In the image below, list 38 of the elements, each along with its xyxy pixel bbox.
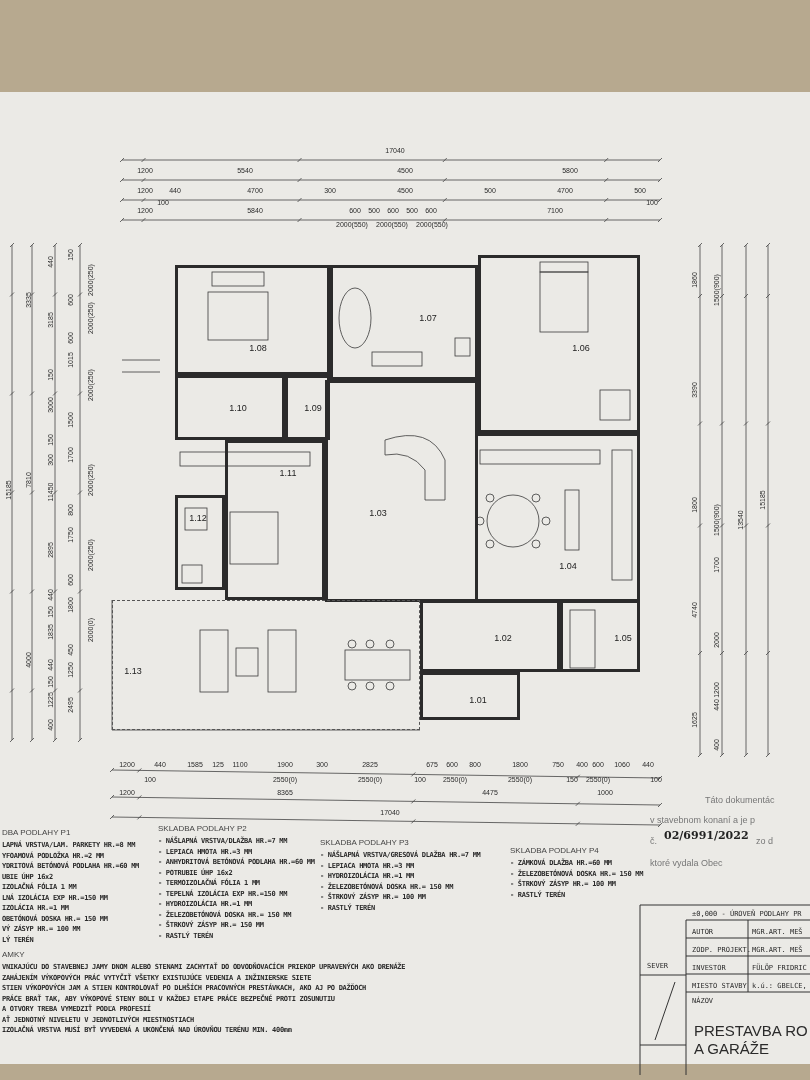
room-outline	[475, 433, 640, 602]
room-number: 1.06	[572, 343, 590, 353]
room-outline	[225, 440, 325, 600]
project-title: A GARÁŽE	[694, 1040, 770, 1057]
room-number: 1.01	[469, 695, 487, 705]
handwritten-number: 02/6991/2022	[664, 829, 749, 842]
room-outline	[420, 672, 520, 720]
room-number: 1.09	[304, 403, 322, 413]
section-heading: SKLADBA PODLAHY P2	[158, 824, 247, 833]
room-outline	[560, 600, 640, 672]
room-number: 1.05	[614, 633, 632, 643]
room-number: 1.12	[189, 513, 207, 523]
section-heading: DBA PODLAHY P1	[2, 828, 71, 837]
room-outline	[420, 600, 560, 672]
room-outline	[175, 265, 330, 375]
room-outline	[325, 380, 478, 602]
room-number: 1.08	[249, 343, 267, 353]
stamp-text: v stavebnom konaní a je p	[650, 815, 756, 825]
room-number: 1.03	[369, 508, 387, 518]
room-outline	[175, 495, 225, 590]
section-heading: SKLADBA PODLAHY P3	[320, 838, 409, 847]
section-heading: SKLADBA PODLAHY P4	[510, 846, 599, 855]
room-outline	[478, 255, 640, 433]
stamp-text: č.	[650, 836, 657, 846]
room-number: 1.07	[419, 313, 437, 323]
room-number: 1.04	[559, 561, 577, 571]
section-heading: AMKY	[2, 950, 25, 959]
room-number: 1.13	[124, 666, 142, 676]
stamp-text: Táto dokumentác	[705, 795, 775, 805]
room-outline	[175, 375, 285, 440]
project-title: PRESTAVBA RO	[694, 1022, 808, 1039]
room-number: 1.10	[229, 403, 247, 413]
terrace-outline	[112, 600, 420, 730]
stamp-text: ktoré vydala Obec	[650, 858, 723, 868]
room-outline	[330, 265, 478, 380]
stamp-text: zo d	[756, 836, 773, 846]
room-number: 1.11	[279, 468, 297, 478]
room-number: 1.02	[494, 633, 512, 643]
